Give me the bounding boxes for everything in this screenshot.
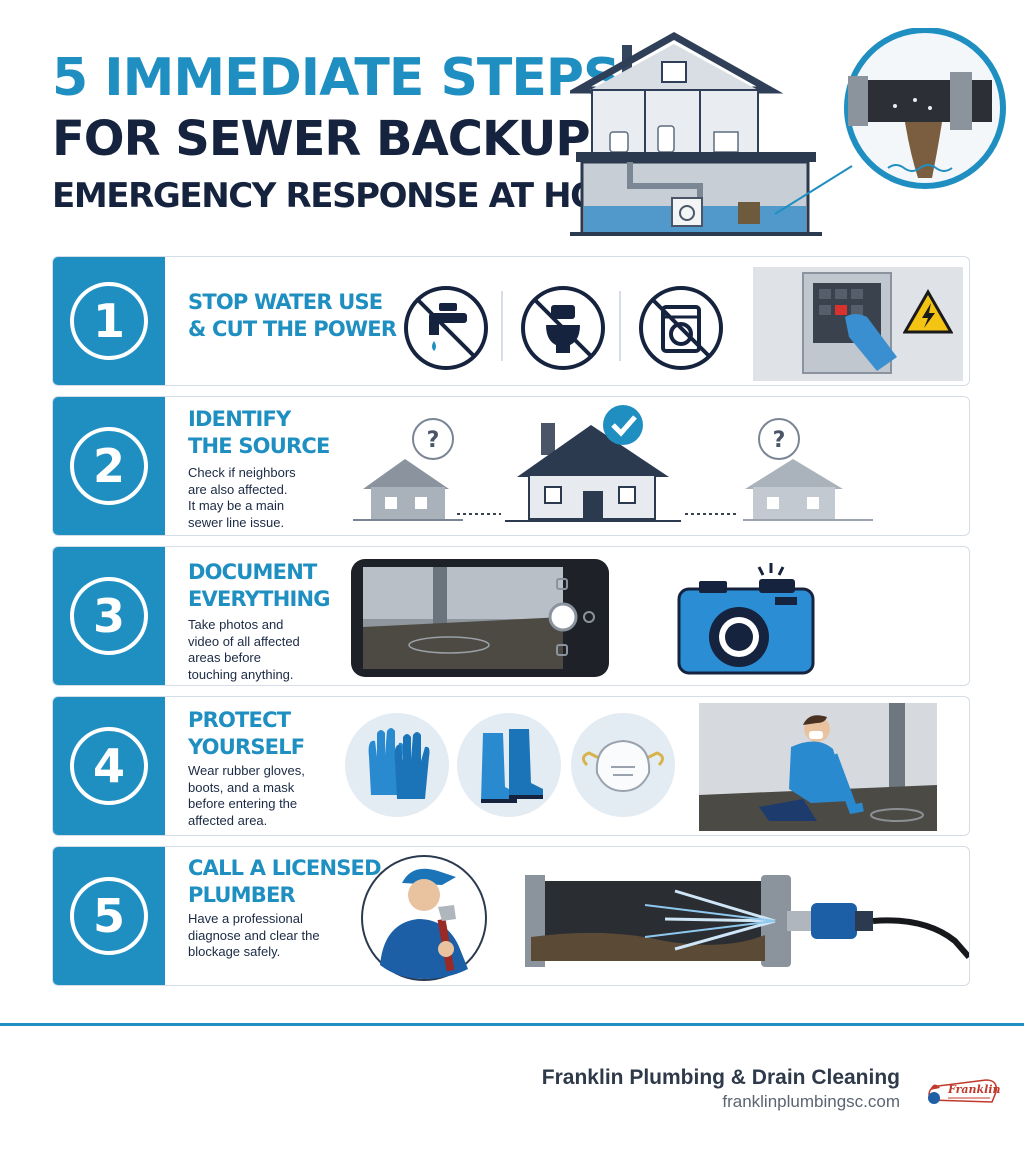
rubber-boots-icon — [457, 713, 561, 817]
icon-divider — [619, 291, 621, 361]
step-number: 4 — [70, 727, 148, 805]
step-number: 2 — [70, 427, 148, 505]
neighbor-house-question-icon: ? — [353, 418, 501, 521]
neighbor-house-question-icon: ? — [685, 418, 873, 521]
step-description: Check if neighbors are also affected. It… — [188, 465, 296, 530]
title-line-1: 5 IMMEDIATE STEPS — [52, 48, 620, 108]
company-name: Franklin Plumbing & Drain Cleaning — [541, 1066, 900, 1089]
step-4-card: 4 PROTECT YOURSELF Wear rubber gloves, b… — [52, 696, 970, 836]
no-faucet-icon — [404, 286, 488, 370]
step-number: 1 — [70, 282, 148, 360]
house-cutaway-icon — [570, 31, 822, 236]
step-description: Take photos and video of all affected ar… — [188, 617, 300, 682]
electric-hazard-icon — [903, 289, 953, 334]
svg-text:?: ? — [773, 428, 786, 453]
smartphone-photo-icon — [351, 559, 609, 677]
title-line-2: FOR SEWER BACKUP — [52, 111, 591, 167]
no-toilet-icon — [521, 286, 605, 370]
plumber-wrench-icon — [361, 855, 487, 981]
step-5-card: 5 CALL A LICENSED PLUMBER Have a profess… — [52, 846, 970, 986]
rubber-gloves-icon — [345, 713, 449, 817]
logo-text: Franklin — [947, 1083, 1001, 1096]
step-title: PROTECT YOURSELF — [188, 708, 305, 759]
company-url[interactable]: franklinplumbingsc.com — [722, 1092, 900, 1111]
step-number: 5 — [70, 877, 148, 955]
house-backup-illustration — [570, 28, 1006, 236]
step-number: 3 — [70, 577, 148, 655]
person-inspecting-icon — [699, 703, 937, 831]
clogged-pipe-zoom-icon — [844, 28, 1006, 189]
step-number-panel: 4 — [53, 697, 165, 835]
step-title: IDENTIFY THE SOURCE — [188, 407, 330, 458]
step-number-panel: 5 — [53, 847, 165, 985]
step-title: STOP WATER USE & CUT THE POWER — [188, 290, 397, 341]
title-block: 5 IMMEDIATE STEPS FOR SEWER BACKUP EMERG… — [52, 48, 653, 216]
home-checkmark-icon — [505, 405, 681, 522]
company-logo: Franklin — [928, 1079, 1001, 1104]
title-line-3: EMERGENCY RESPONSE AT HOME — [52, 176, 653, 216]
step-number-panel: 2 — [53, 397, 165, 535]
footer-divider — [0, 1023, 1024, 1026]
camera-icon — [677, 563, 815, 675]
step-description: Have a professional diagnose and clear t… — [188, 911, 320, 959]
step-description: Wear rubber gloves, boots, and a mask be… — [188, 763, 305, 828]
hydro-jetting-pipe-icon — [525, 875, 969, 967]
step-title: CALL A LICENSED PLUMBER — [188, 856, 382, 907]
step-2-card: 2 IDENTIFY THE SOURCE Check if neighbors… — [52, 396, 970, 536]
step-title: DOCUMENT EVERYTHING — [188, 560, 331, 611]
face-mask-icon — [571, 713, 675, 817]
step-3-card: 3 DOCUMENT EVERYTHING Take photos and vi… — [52, 546, 970, 686]
step-number-panel: 3 — [53, 547, 165, 685]
svg-text:?: ? — [427, 428, 440, 453]
step-number-panel: 1 — [53, 257, 165, 385]
step-1-card: 1 STOP WATER USE & CUT THE POWER — [52, 256, 970, 386]
icon-divider — [501, 291, 503, 361]
no-washer-icon — [639, 286, 723, 370]
